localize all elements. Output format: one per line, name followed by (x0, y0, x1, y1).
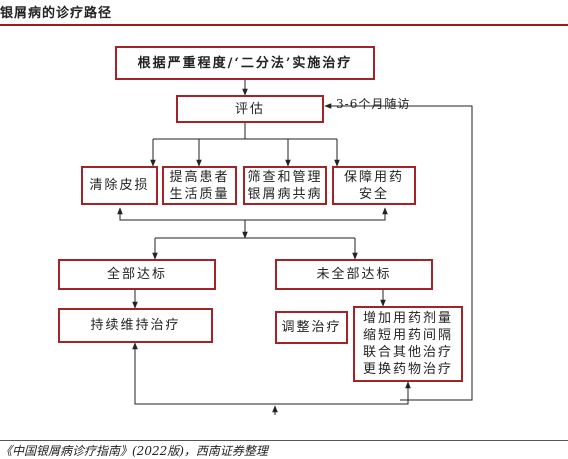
node-maintain-label: 持续维持治疗 (90, 318, 181, 333)
node-safety: 保障用药 安全 (332, 166, 416, 205)
arrow-bottom-return (132, 342, 411, 405)
arrow-merge (117, 207, 388, 221)
node-safety-line1: 保障用药 (343, 169, 404, 185)
node-adjust-label: 调整治疗 (281, 320, 342, 335)
node-skin-label: 清除皮损 (89, 178, 150, 193)
node-maintain: 持续维持治疗 (58, 308, 213, 343)
node-skin: 清除皮损 (81, 166, 158, 205)
node-options: 增加用药剂量 缩短用药间隔 联合其他治疗 更换药物治疗 (353, 306, 463, 382)
source-footer: 《中国银屑病诊疗指南》(2022版)，西南证券整理 (0, 440, 568, 458)
node-assess-label: 评估 (234, 101, 265, 117)
node-adjust: 调整治疗 (275, 311, 348, 344)
node-options-line3: 联合其他治疗 (362, 345, 453, 360)
node-options-line4: 更换药物治疗 (362, 362, 453, 377)
node-all-met: 全部达标 (58, 259, 216, 290)
title-bar: 银屑病的诊疗路径 (0, 0, 568, 26)
node-safety-line2: 安全 (358, 186, 389, 202)
node-comorbid: 筛查和管理 银屑病共病 (243, 166, 327, 205)
source-note: 《中国银屑病诊疗指南》(2022版)，西南证券整理 (0, 444, 268, 458)
title-rule (0, 24, 568, 26)
node-quality-line1: 提高患者 (169, 169, 230, 185)
node-top-label: 根据严重程度/‘二分法’实施治疗 (137, 55, 353, 71)
node-not-met-label: 未全部达标 (316, 267, 392, 282)
node-options-line1: 增加用药剂量 (362, 311, 453, 326)
node-top: 根据严重程度/‘二分法’实施治疗 (115, 46, 375, 80)
node-not-met: 未全部达标 (275, 259, 433, 290)
node-comorbid-line1: 筛查和管理 (247, 169, 323, 185)
figure-title: 银屑病的诊疗路径 (0, 6, 113, 21)
followup-label: 3-6个月随访 (336, 97, 411, 111)
node-all-met-label: 全部达标 (106, 267, 167, 282)
node-quality-line2: 生活质量 (169, 186, 230, 202)
node-assess: 评估 (176, 95, 324, 123)
node-options-line2: 缩短用药间隔 (362, 328, 453, 343)
node-quality: 提高患者 生活质量 (162, 166, 237, 205)
arrow-followup-loop (324, 103, 473, 401)
node-comorbid-line2: 银屑病共病 (247, 186, 323, 202)
